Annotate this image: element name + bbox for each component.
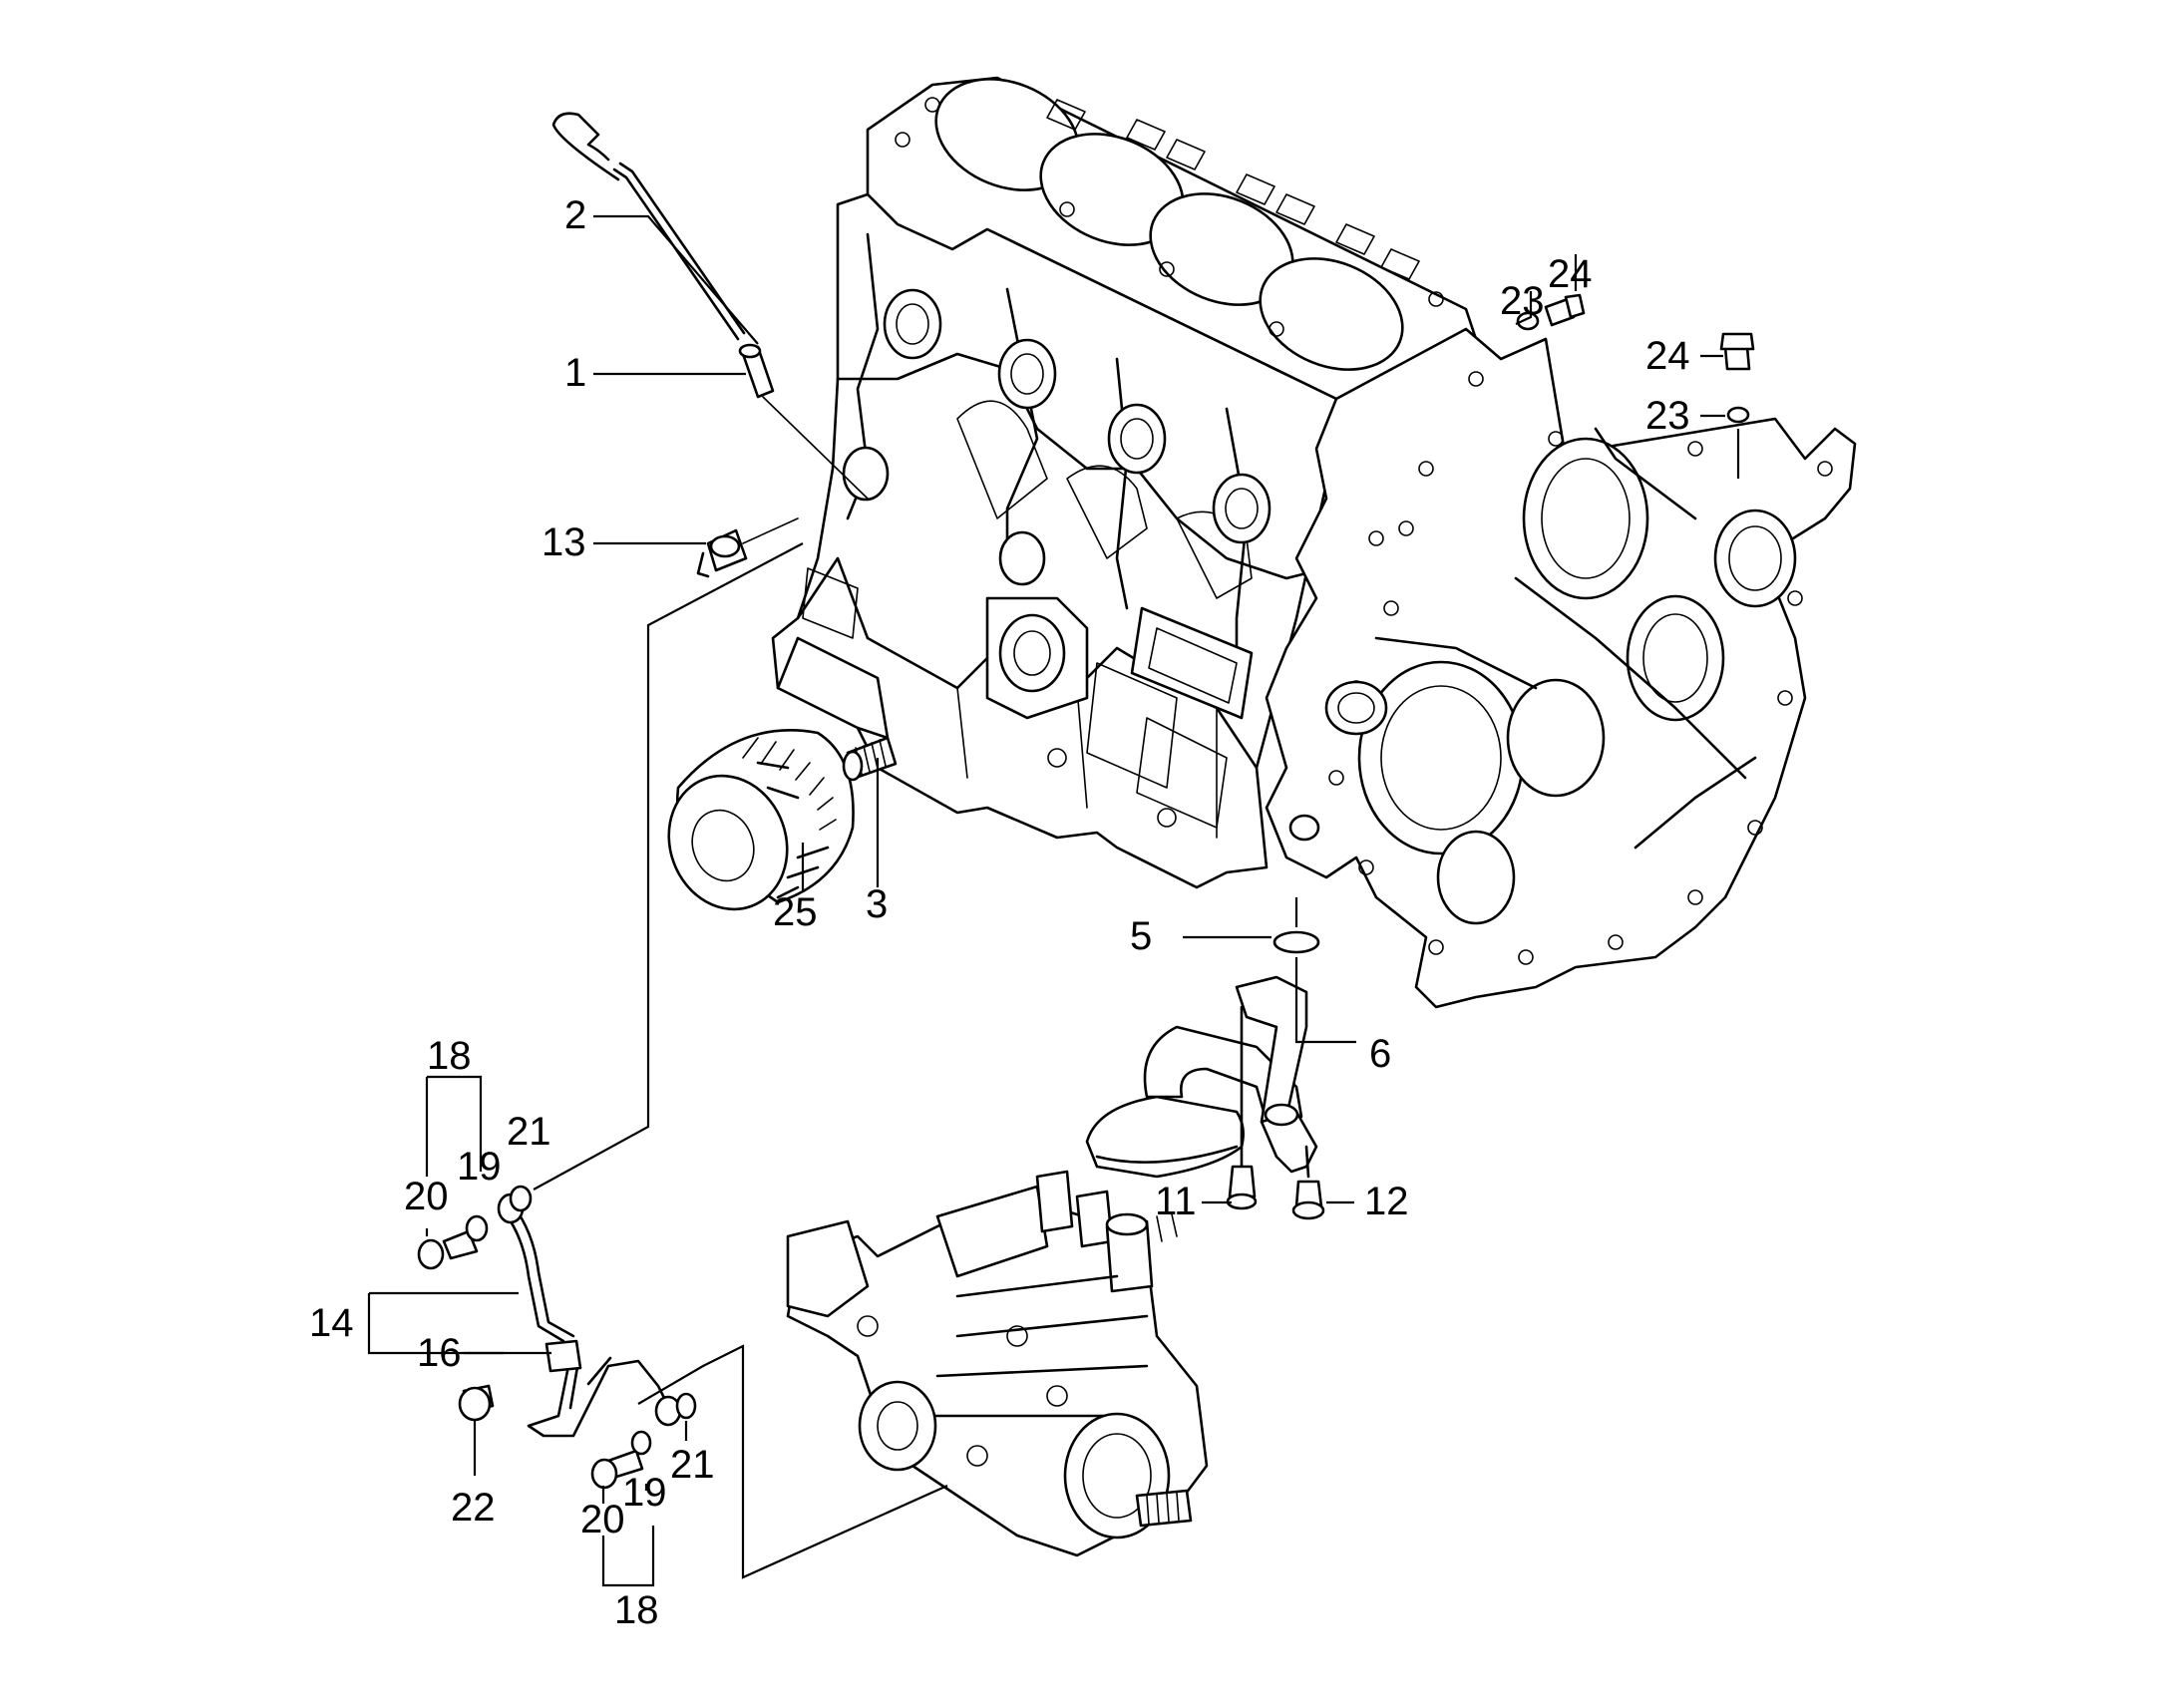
callout-6: 6 — [1369, 1032, 1391, 1076]
callout-labels: 1 2 3 5 6 11 12 13 14 16 18 19 20 21 22 … — [309, 193, 1690, 1632]
cylinder-block — [771, 76, 1478, 889]
oil-pressure-switch — [696, 517, 799, 578]
dipstick — [551, 112, 746, 341]
callout-25: 25 — [773, 890, 818, 934]
callout-19-lower: 19 — [622, 1471, 667, 1515]
callout-23-left: 23 — [1500, 279, 1545, 323]
oil-strainer-oring — [1272, 930, 1320, 954]
callout-23-right: 23 — [1645, 394, 1690, 438]
callout-19-upper: 19 — [457, 1145, 502, 1189]
oil-pipe — [497, 1193, 682, 1438]
callout-20-upper: 20 — [404, 1175, 449, 1218]
threaded-stud — [842, 736, 898, 782]
banjo-bolt-lower — [590, 1392, 697, 1490]
callout-24-left: 24 — [1548, 252, 1593, 296]
callout-14: 14 — [309, 1301, 354, 1345]
callout-5: 5 — [1130, 914, 1152, 958]
callout-21-upper: 21 — [507, 1110, 551, 1154]
oil-filter — [667, 729, 855, 911]
plug-washer-group-left — [1516, 293, 1586, 331]
callout-12: 12 — [1364, 1180, 1409, 1223]
dipstick-guide — [738, 343, 869, 500]
oil-strainer — [1085, 975, 1318, 1179]
leader-lines — [367, 214, 1740, 1587]
callout-1: 1 — [564, 351, 586, 395]
callout-13: 13 — [542, 520, 586, 564]
gear-case — [1265, 327, 1857, 1009]
callout-16: 16 — [417, 1331, 462, 1375]
bolt-11 — [1226, 1005, 1258, 1210]
callout-22: 22 — [451, 1486, 496, 1530]
callout-24-right: 24 — [1645, 334, 1690, 378]
callout-11: 11 — [1155, 1180, 1197, 1223]
callout-21-lower: 21 — [670, 1443, 715, 1487]
sealing-washer-upper — [509, 1185, 533, 1212]
banjo-bolt-upper — [417, 1214, 489, 1270]
bolt-22 — [458, 1384, 495, 1422]
callout-2: 2 — [564, 193, 586, 237]
callout-20-lower: 20 — [580, 1498, 625, 1541]
callout-18-lower: 18 — [614, 1588, 659, 1632]
bolt-12 — [1291, 1145, 1325, 1220]
callout-3: 3 — [866, 882, 888, 926]
callout-18-upper: 18 — [427, 1034, 472, 1078]
injection-pump — [786, 1170, 1209, 1557]
plug-washer-group-right — [1719, 332, 1755, 424]
